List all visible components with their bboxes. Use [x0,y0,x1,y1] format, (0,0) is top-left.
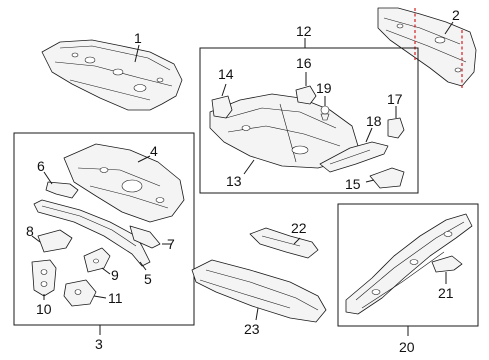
callout-2: 2 [452,7,460,23]
leader-8 [31,235,41,243]
callout-12: 12 [296,23,312,39]
callout-11: 11 [108,290,123,306]
leader-5 [139,261,147,271]
part-19-clip [320,105,330,121]
callout-15: 15 [345,176,361,192]
leader-1 [134,44,140,63]
part-10-plate [31,259,57,297]
callout-20: 20 [399,339,415,355]
callout-9: 9 [111,267,119,283]
part-4-rear-floor-pan [63,143,185,223]
leader-22 [293,237,301,245]
callout-7: 7 [167,236,175,252]
part-16-bracket [295,85,317,105]
callout-19: 19 [316,80,332,96]
callout-18: 18 [366,113,382,129]
callout-13: 13 [226,173,242,189]
part-17-bracket [387,117,405,139]
leader-4 [137,155,151,163]
part-23-rear-cross-member [191,259,327,323]
callout-14: 14 [218,66,234,82]
part-20-rear-side-frame [345,213,473,315]
callout-23: 23 [244,321,260,337]
box-group-12 [199,47,419,194]
callout-8: 8 [26,223,34,239]
callout-22: 22 [291,220,307,236]
callout-16: 16 [296,55,312,71]
part-13-center-floor [209,93,359,169]
leader-23 [255,307,259,321]
part-18-side-rail [319,141,389,173]
leader-13 [243,159,255,175]
leader-18 [365,127,373,143]
callout-21: 21 [438,285,454,301]
leader-9 [101,267,111,275]
part-15-bracket [369,167,405,189]
part-6-bracket [45,181,79,199]
part-2-rear-panel [377,7,477,87]
part-11-plate [63,279,97,307]
callout-10: 10 [36,301,52,317]
part-22-cross-member [249,227,319,259]
part-8-bracket [37,229,73,253]
callout-6: 6 [37,158,45,174]
leader-15 [365,179,375,183]
part-5-cross-member [33,199,151,267]
part-14-bracket [211,95,233,119]
part-7-side-extension [129,225,161,249]
leader-11 [93,295,107,299]
part-21-bracket [431,255,463,273]
callout-5: 5 [144,271,152,287]
callout-3: 3 [95,336,103,352]
callout-17: 17 [387,91,403,107]
leader-14 [221,83,227,97]
part-1-rear-package-tray [41,39,183,111]
leader-2 [444,21,454,35]
part-9-bracket [83,247,111,273]
box-group-3 [13,132,195,326]
leader-6 [43,171,53,185]
callout-4: 4 [150,143,158,159]
callout-1: 1 [134,30,142,46]
